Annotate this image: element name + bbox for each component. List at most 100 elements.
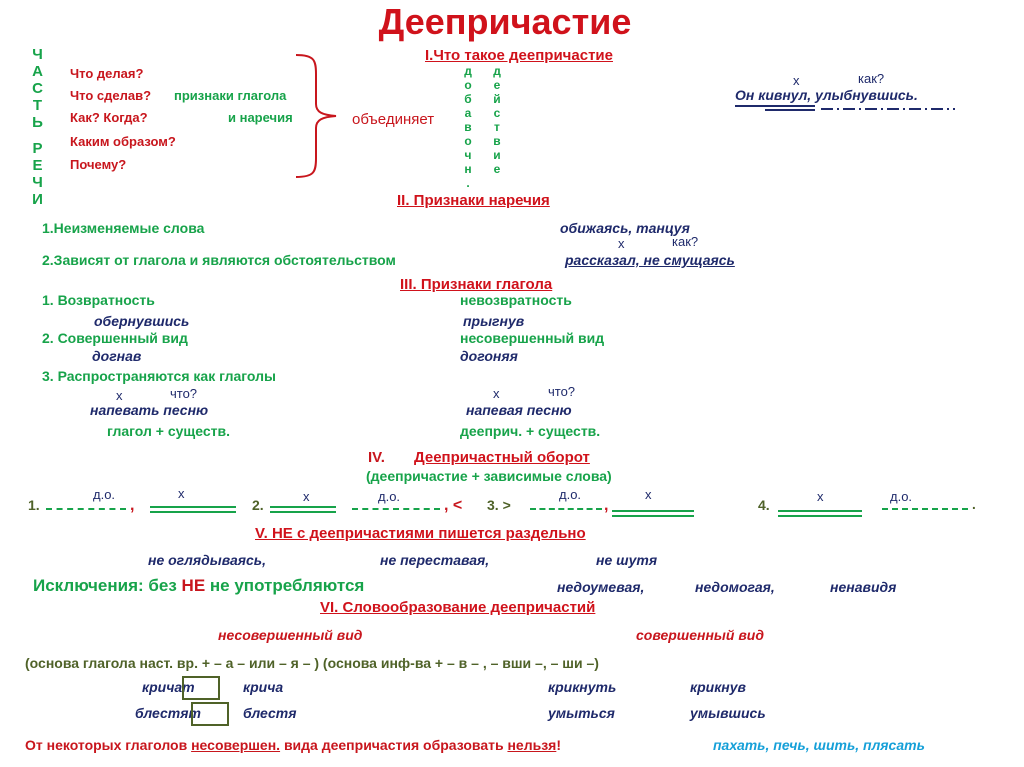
participle-underline: [46, 508, 126, 510]
example: напевая песню: [466, 402, 572, 418]
question: Почему?: [70, 157, 127, 172]
section2-heading: II. Признаки наречия: [397, 192, 550, 209]
mark-x: х: [493, 386, 500, 401]
scheme-num: 3. >: [487, 497, 511, 513]
exceptions-label: Исключения: без: [33, 576, 177, 595]
formula: глагол + существ.: [107, 423, 230, 439]
formation-formula: (основа глагола наст. вр. + – а – или – …: [25, 655, 599, 671]
footer-text: вида деепричастия образовать: [280, 737, 508, 753]
gerund-example: блестя: [243, 705, 297, 721]
suffix-box: [182, 676, 220, 700]
participle-underline: [882, 508, 968, 510]
footer-text: несовершен.: [191, 737, 281, 753]
side-label-part: ЧАСТЬ: [29, 46, 46, 131]
footer-text: нельзя: [507, 737, 557, 753]
example: не переставая,: [380, 552, 490, 568]
adverb-sign: 1.Неизменяемые слова: [42, 220, 205, 236]
section4-number: IV.: [368, 449, 385, 466]
question: Что сделав?: [70, 88, 152, 103]
gerund-example: крикнув: [690, 679, 746, 695]
mark-how: как?: [858, 71, 885, 86]
section1-heading: I.Что такое деепричастие: [425, 47, 613, 64]
example: рассказал, не смущаясь: [565, 252, 735, 268]
vertical-word-additional: добавочн.: [461, 64, 475, 190]
scheme-num: 2.: [252, 497, 264, 513]
scheme-num: 1.: [28, 497, 40, 513]
comma: , <: [444, 497, 463, 514]
unites-text: объединяет: [352, 111, 435, 128]
mark-what: что?: [170, 386, 198, 401]
question: Как? Когда?: [70, 110, 148, 125]
verb-sign: невозвратность: [460, 292, 572, 308]
footer-text: От некоторых глаголов: [25, 737, 192, 753]
period: .: [972, 497, 976, 512]
label-x: х: [303, 489, 310, 504]
mark-x: х: [793, 73, 800, 88]
footer-examples: пахать, печь, шить, плясать: [713, 737, 925, 753]
section5-heading: V. НЕ с деепричастиями пишется раздельно: [255, 525, 586, 542]
label-do: д.о.: [93, 487, 116, 502]
participle-underline: [352, 508, 440, 510]
gerund-example: крича: [243, 679, 284, 695]
verb-sign: несовершенный вид: [460, 330, 605, 346]
example: не шутя: [596, 552, 658, 568]
verb-sign: 3. Распространяются как глаголы: [42, 368, 276, 384]
mark-x: х: [618, 236, 625, 251]
question: Каким образом?: [70, 134, 176, 149]
imperfective-label: несовершенный вид: [218, 627, 363, 643]
mark-how: как?: [672, 234, 699, 249]
section3-heading: III. Признаки глагола: [400, 276, 553, 293]
vertical-word-action: действие: [490, 64, 504, 176]
label-do: д.о.: [559, 487, 582, 502]
example: обернувшись: [94, 313, 190, 329]
mark-x: х: [116, 388, 123, 403]
example-sentence: Он кивнул, улыбнувшись.: [735, 87, 918, 103]
perfective-label: совершенный вид: [636, 627, 764, 643]
verb-example: кричат: [142, 679, 195, 695]
label-do: д.о.: [890, 489, 913, 504]
section4-heading: Деепричастный оборот: [414, 449, 590, 466]
example: догнав: [92, 348, 142, 364]
label-x: х: [645, 487, 652, 502]
exception-word: ненавидя: [830, 579, 897, 595]
example: обижаясь, танцуя: [560, 220, 690, 236]
example: догоняя: [460, 348, 518, 364]
side-label-speech: РЕЧИ: [29, 140, 46, 208]
verb-sign: 1. Возвратность: [42, 292, 155, 308]
sentence-underlines: [735, 105, 955, 111]
signs-text: признаки глагола: [174, 88, 287, 103]
comma: ,: [130, 497, 135, 514]
example: напевать песню: [90, 402, 209, 418]
verb-sign: 2. Совершенный вид: [42, 330, 188, 346]
label-x: х: [817, 489, 824, 504]
suffix-box: [191, 702, 229, 726]
signs-text: и наречия: [228, 110, 293, 125]
mark-what: что?: [548, 384, 576, 399]
exceptions-rest: не употребляются: [209, 576, 365, 595]
label-do: д.о.: [378, 489, 401, 504]
predicate-underline: [150, 506, 236, 513]
section6-heading: VI. Словообразование деепричастий: [320, 599, 596, 616]
page-title: Деепричастие: [378, 1, 632, 42]
verb-example: умыться: [548, 705, 615, 721]
predicate-underline: [778, 510, 862, 517]
participle-underline: [530, 508, 602, 510]
example: прыгнув: [463, 313, 525, 329]
brace-icon: [295, 54, 337, 178]
exceptions-ne: НЕ: [181, 576, 206, 595]
footer-note: От некоторых глаголов несовершен. вида д…: [25, 738, 561, 752]
exception-word: недомогая,: [695, 579, 775, 595]
adverb-sign: 2.Зависят от глагола и являются обстояте…: [42, 252, 396, 268]
exception-word: недоумевая,: [557, 579, 645, 595]
example: не оглядываясь,: [148, 552, 267, 568]
comma: ,: [604, 497, 609, 514]
section4-subheading: (деепричастие + зависимые слова): [366, 468, 612, 484]
predicate-underline: [270, 506, 336, 513]
gerund-example: умывшись: [690, 705, 766, 721]
exceptions-line: Исключения: без НЕ не употребляются: [33, 577, 364, 594]
footer-text: !: [556, 737, 561, 753]
verb-example: крикнуть: [548, 679, 617, 695]
formula: дееприч. + существ.: [460, 423, 601, 439]
label-x: х: [178, 486, 185, 501]
scheme-num: 4.: [758, 497, 770, 513]
